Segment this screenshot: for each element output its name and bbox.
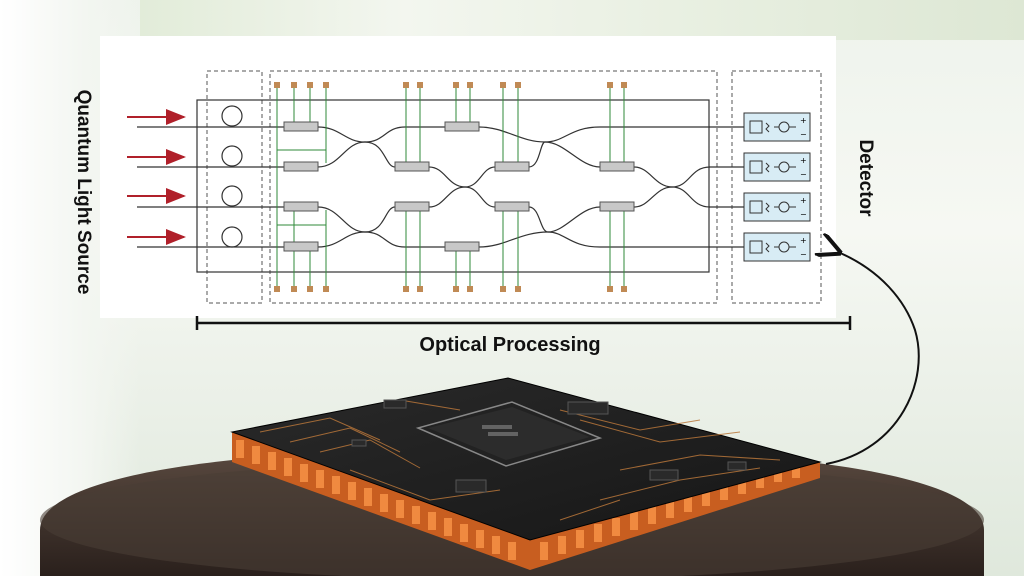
svg-text:−: −	[800, 250, 807, 259]
photodetector-icon: + −	[743, 152, 811, 182]
phase-shifter	[394, 201, 430, 212]
photodetector-icon: + −	[743, 192, 811, 222]
optical-processing-span	[195, 316, 852, 330]
curved-arrow-icon	[826, 252, 920, 465]
input-waveguides	[137, 126, 284, 248]
quantum-light-source-label: Quantum Light Source	[73, 89, 94, 295]
photodetector-icon: + −	[743, 232, 811, 262]
detectors: + − + − + − + −	[743, 112, 811, 262]
waveguide-frame	[196, 99, 710, 273]
electrode-pads	[274, 82, 627, 292]
input-arrows	[127, 109, 186, 245]
mesh-waveguides	[317, 126, 711, 248]
svg-text:+: +	[800, 236, 807, 245]
source-circles	[221, 105, 243, 248]
processor-chip	[230, 377, 822, 570]
phase-shifter	[444, 121, 480, 132]
photodetector-icon: + −	[743, 112, 811, 142]
dashed-section-boxes	[206, 70, 822, 304]
detector-section-box	[731, 70, 822, 304]
background-top	[140, 0, 1024, 40]
source-circle-1	[221, 105, 243, 127]
phase-shifter	[283, 121, 319, 132]
phase-shifter	[494, 161, 530, 172]
phase-shifter	[599, 161, 635, 172]
svg-text:−: −	[800, 130, 807, 139]
svg-text:−: −	[800, 210, 807, 219]
electrode-lines	[276, 86, 625, 290]
phase-shifter	[444, 241, 480, 252]
phase-shifter	[394, 161, 430, 172]
phase-shifter	[599, 201, 635, 212]
phase-shifters	[283, 121, 635, 252]
output-waveguides	[709, 126, 744, 248]
source-circle-3	[221, 185, 243, 207]
svg-text:+: +	[800, 156, 807, 165]
detector-label: Detector	[855, 139, 876, 217]
phase-shifter	[283, 161, 319, 172]
phase-shifter	[494, 201, 530, 212]
source-section-box	[206, 70, 263, 304]
processing-section-box	[269, 70, 718, 304]
svg-text:−: −	[800, 170, 807, 179]
source-circle-2	[221, 145, 243, 167]
source-circle-4	[221, 226, 243, 248]
optical-processing-label: Optical Processing	[419, 334, 601, 356]
svg-text:+: +	[800, 116, 807, 125]
phase-shifter	[283, 201, 319, 212]
phase-shifter	[283, 241, 319, 252]
svg-text:+: +	[800, 196, 807, 205]
